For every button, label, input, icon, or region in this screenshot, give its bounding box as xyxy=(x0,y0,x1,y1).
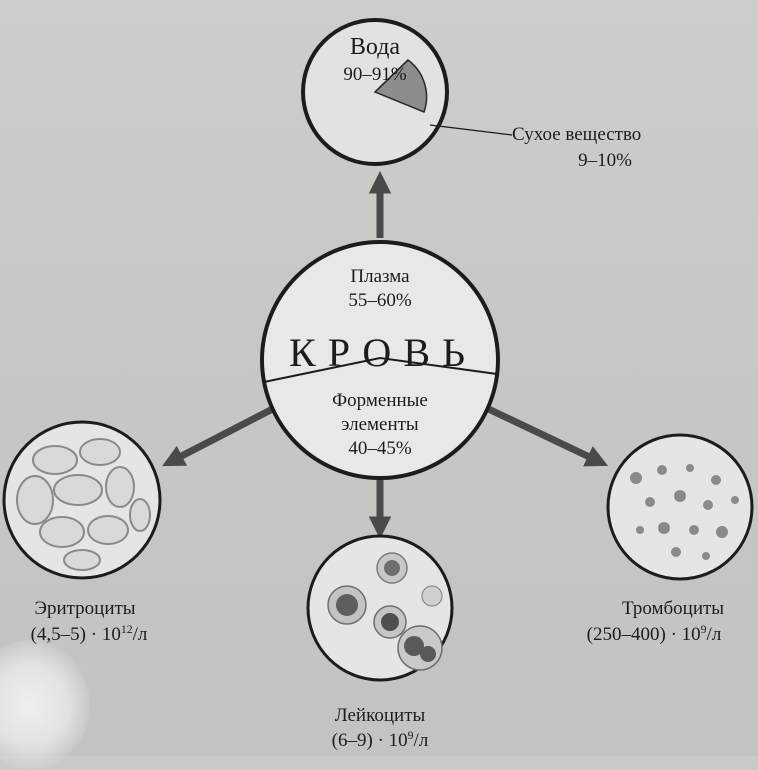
plasma-label: Плазма xyxy=(320,266,440,288)
erythrocytes-count: (4,5–5) · 1012/л xyxy=(4,624,174,646)
erythrocytes-count-base: (4,5–5) · 10 xyxy=(31,624,121,645)
formed-elements-share: 40–45% xyxy=(320,438,440,460)
leukocytes-count-unit: /л xyxy=(414,730,429,751)
erythrocytes-circle xyxy=(4,422,160,578)
platelets-count: (250–400) · 109/л xyxy=(552,624,756,646)
erythrocytes-count-exp: 12 xyxy=(121,623,133,636)
water-label: Вода xyxy=(335,34,415,62)
erythrocytes-count-unit: /л xyxy=(133,624,148,645)
arrow-to-platelets xyxy=(480,405,600,462)
dry-matter-leader-line xyxy=(430,125,512,135)
dry-matter-share: 9–10% xyxy=(555,150,655,172)
erythrocytes-label: Эритроциты xyxy=(10,598,160,620)
formed-elements-label-line2: элементы xyxy=(310,414,450,436)
blood-title: КРОВЬ xyxy=(268,330,498,376)
water-share: 90–91% xyxy=(320,64,430,86)
platelets-count-unit: /л xyxy=(707,624,722,645)
platelets-count-base: (250–400) · 10 xyxy=(587,624,701,645)
plasma-share: 55–60% xyxy=(320,290,440,312)
platelets-label: Тромбоциты xyxy=(598,598,748,620)
platelets-circle xyxy=(608,435,752,579)
formed-elements-label-line1: Форменные xyxy=(310,390,450,412)
dry-matter-label: Сухое вещество xyxy=(512,124,712,146)
leukocytes-circle xyxy=(308,536,452,680)
leukocytes-count: (6–9) · 109/л xyxy=(300,730,460,752)
leukocytes-label: Лейкоциты xyxy=(300,705,460,727)
leukocytes-count-base: (6–9) · 10 xyxy=(332,730,408,751)
